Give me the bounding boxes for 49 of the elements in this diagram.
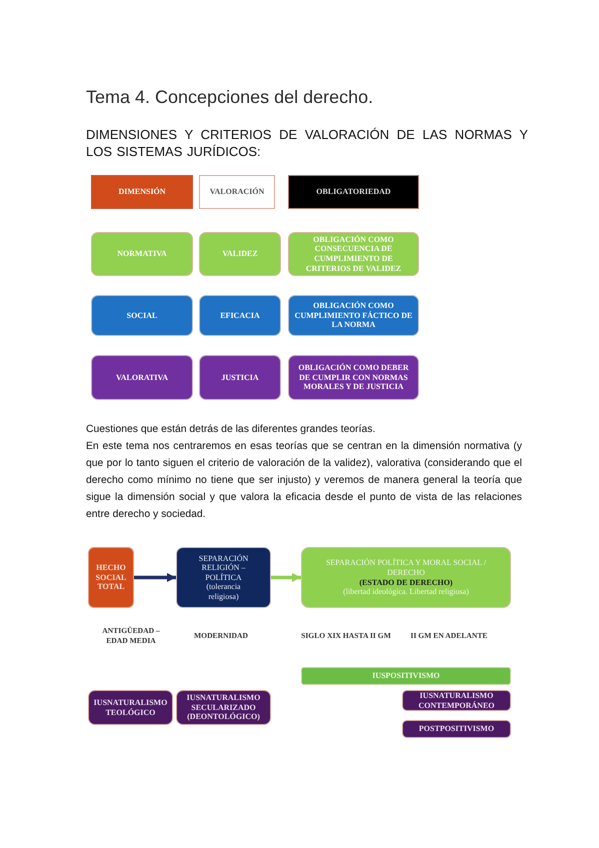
- tile-text: IUSNATURALISMO TEOLÓGICO: [92, 698, 168, 718]
- obligation-tile: [288, 295, 419, 336]
- theory-bar: [301, 667, 511, 685]
- theory-tile: [402, 720, 511, 738]
- obligation-tile: [288, 232, 419, 276]
- page-title: Tema 4. Concepciones del derecho.: [86, 87, 374, 108]
- theory-tile: [402, 690, 511, 711]
- tile-text: IUSNATURALISMO SECULARIZADO (DEONTOLÓGICO): [186, 693, 262, 722]
- header-tile: [199, 175, 275, 209]
- header-tile: [288, 175, 419, 209]
- arrow: [134, 572, 176, 582]
- tile-text: (libertad ideológica. Libertad religiosa): [343, 587, 469, 597]
- paragraph: Cuestiones que están detrás de las diferentes grandes teorías.: [86, 423, 376, 437]
- dimension-tile: [91, 295, 193, 336]
- tile-text: VALORACIÓN: [210, 187, 264, 197]
- header-tile: [91, 175, 193, 209]
- tile-text: (ESTADO DE DERECHO): [359, 578, 453, 588]
- tile-text: OBLIGACIÓN COMO DEBER DE CUMPLIR CON NORMAS MORALES Y DE JUSTICIA: [297, 363, 410, 392]
- dimension-tile: [91, 355, 193, 400]
- criterion-tile: [199, 232, 281, 276]
- tile-text: DIMENSIÓN: [118, 187, 166, 197]
- tile-text: POSTPOSITIVISMO: [418, 724, 494, 734]
- tile-text: SEPARACIÓN RELIGIÓN – POLÍTICA: [198, 554, 250, 582]
- criterion-tile: [199, 295, 281, 336]
- paragraph: En este tema nos centraremos en esas teorías que se centran en la dimensión normativa (y que por lo tanto siguen el criterio de valoración de la validez), valorativa (considerando que el derecho como mínimo no tiene que ser injusto) y veremos de manera general la teoría que sigue la dimensión social y que valora la eficacia desde el punto de vista de las relaciones entre derecho y sociedad.: [86, 440, 522, 522]
- tile-text: EFICACIA: [220, 310, 260, 320]
- tile-text: OBLIGACIÓN COMO CUMPLIMIENTO FÁCTICO DE LA NORMA: [294, 301, 414, 330]
- tile-text: IUSPOSITIVISMO: [372, 671, 440, 681]
- dimension-tile: [91, 232, 193, 276]
- theory-tile: [176, 690, 271, 725]
- stage-tile: [301, 547, 511, 608]
- section-heading: DIMENSIONES Y CRITERIOS DE VALORACIÓN DE LAS NORMAS Y LOS SISTEMAS JURÍDICOS:: [86, 126, 528, 160]
- tile-text: VALORATIVA: [116, 372, 168, 382]
- stage-tile: [176, 547, 271, 608]
- tile-text: VALIDEZ: [222, 249, 258, 259]
- stage-tile: [88, 547, 134, 608]
- theory-tile: [88, 690, 173, 725]
- tile-text: (tolerancia religiosa): [205, 582, 242, 602]
- criterion-tile: [199, 355, 281, 400]
- tile-text: HECHO SOCIAL TOTAL: [94, 563, 128, 592]
- tile-text: NORMATIVA: [117, 249, 167, 259]
- tile-text: IUSNATURALISMO CONTEMPORÁNEO: [418, 690, 496, 710]
- tile-text: SOCIAL: [126, 310, 158, 320]
- tile-text: OBLIGACIÓN COMO CONSECUENCIA DE CUMPLIMIENTO DE CRITERIOS DE VALIDEZ: [304, 234, 402, 274]
- tile-text: JUSTICIA: [221, 372, 259, 382]
- arrow: [271, 572, 301, 582]
- tile-text: SEPARACIÓN POLÍTICA Y MORAL SOCIAL / DERECHO: [324, 558, 488, 578]
- obligation-tile: [288, 355, 419, 400]
- tile-text: OBLIGATORIEDAD: [316, 187, 391, 197]
